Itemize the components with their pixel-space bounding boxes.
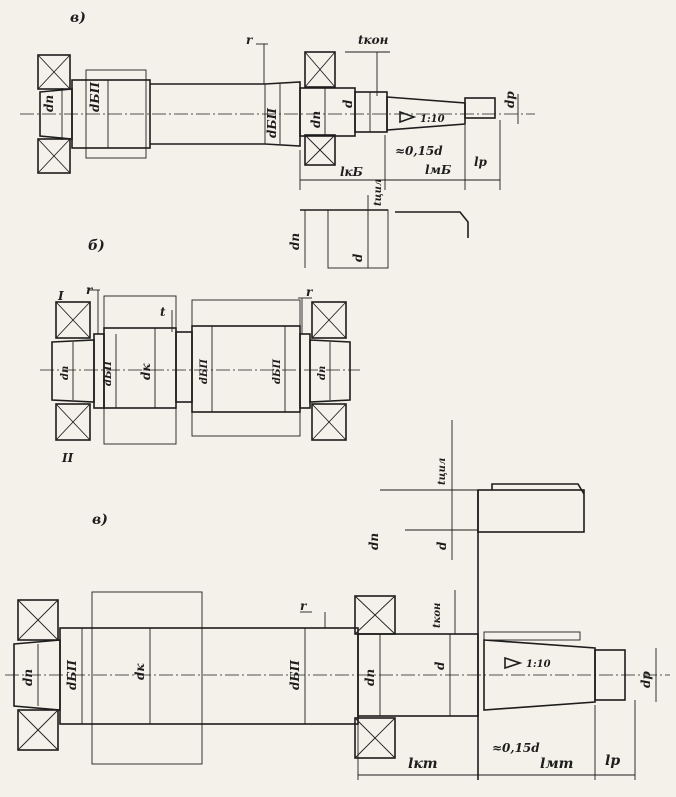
figure-b-dbp-mid-label: dБП <box>199 358 210 384</box>
figure-b-dp-left-label: dп <box>60 366 71 380</box>
figure-a-t-con-label: tкон <box>358 33 389 47</box>
figure-a-tcyl-label: tцил <box>373 179 384 206</box>
figure-a-hub <box>85 69 147 159</box>
figure-a-lr-label: lр <box>474 155 488 169</box>
figure-a: в) <box>20 10 535 269</box>
figure-c-thread <box>594 649 626 701</box>
figure-c-dp-right-label: dп <box>363 669 377 686</box>
figure-a-lmb-label: lмБ <box>425 163 451 177</box>
figure-b-right-journal <box>309 339 351 403</box>
figure-b-roman-2: II <box>61 451 74 465</box>
figure-c-tcyl-label: tцил <box>437 458 448 485</box>
figure-c-section-dp-label: dп <box>367 533 381 550</box>
figure-c-section-d-label: d <box>435 541 449 550</box>
figure-b-label: б) <box>88 238 105 254</box>
figure-a-left-bearing <box>37 54 71 174</box>
figure-a-dr-label: dр <box>503 91 517 108</box>
figure-c-right-journal <box>357 633 479 717</box>
figure-c: в) <box>5 420 670 780</box>
figure-b-dbp-right-label: dБП <box>272 358 283 384</box>
figure-b-dp-right-label: dп <box>317 366 328 380</box>
figure-a-lkb-label: lкБ <box>340 165 363 179</box>
figure-c-section-keyway <box>491 483 585 495</box>
figure-b: б) <box>40 238 360 465</box>
figure-c-section-hub <box>477 489 585 533</box>
figure-c-lmt-label: lмт <box>540 756 573 772</box>
figure-c-lkt-label: lкт <box>408 756 438 772</box>
figure-a-section-dp-label: dп <box>288 233 302 250</box>
figure-c-shaft-body <box>59 627 359 725</box>
figure-c-approx-label: ≈0,15d <box>492 741 540 755</box>
figure-c-dr-label: dр <box>639 671 653 688</box>
figure-a-taper-symbol <box>399 110 417 124</box>
figure-b-radius-left: r <box>86 283 94 297</box>
figure-a-d-label: d <box>341 99 355 108</box>
figure-c-dbp-left-label: dБП <box>65 659 79 690</box>
figure-a-approx-label: ≈0,15d <box>395 144 443 158</box>
figure-b-dk-label: dк <box>139 363 153 380</box>
figure-a-label: в) <box>70 10 86 26</box>
figure-b-dbp-left-label: dБП <box>103 360 114 386</box>
figure-a-taper-label: 1:10 <box>420 114 445 125</box>
figure-a-thread <box>464 97 496 119</box>
figure-c-taper-symbol <box>504 656 523 670</box>
figure-c-label: в) <box>92 512 108 528</box>
figure-a-dbp-left-label: dБП <box>88 81 102 112</box>
figure-c-dk-label: dк <box>133 663 147 680</box>
figure-a-dbp-mid-label: dБП <box>265 107 279 138</box>
figure-a-hub-seat <box>71 79 151 149</box>
figure-b-radius-right: r <box>306 285 314 299</box>
figure-b-roman-1: I <box>57 289 64 303</box>
figure-c-d-label: d <box>433 661 447 670</box>
figure-a-radius-label: r <box>246 33 254 47</box>
figure-c-taper <box>483 639 596 711</box>
figure-c-left-bearing <box>17 599 59 751</box>
figure-a-section-keyway <box>395 211 469 238</box>
figure-a-dp-left-label: dп <box>42 95 56 112</box>
figure-c-taper-label: 1:10 <box>526 659 551 670</box>
figure-c-t-con-label: tкон <box>432 603 443 628</box>
figure-b-t-label: t <box>160 305 166 319</box>
figure-c-dp-left-label: dп <box>21 669 35 686</box>
figure-a-dp-right-label: dп <box>309 111 323 128</box>
figure-a-right-bearing <box>304 51 336 166</box>
figure-c-gear <box>91 591 203 765</box>
figure-a-taper <box>386 96 466 131</box>
figure-c-radius-label: r <box>300 599 308 613</box>
figure-c-dbp-right-label: dБП <box>288 659 302 690</box>
figure-a-section-d-label: d <box>351 253 365 262</box>
figure-b-left-bearing <box>55 301 91 441</box>
figure-b-right-bearing <box>311 301 347 441</box>
figure-c-lr-label: lр <box>605 753 620 769</box>
figure-c-right-bearing <box>354 595 396 759</box>
